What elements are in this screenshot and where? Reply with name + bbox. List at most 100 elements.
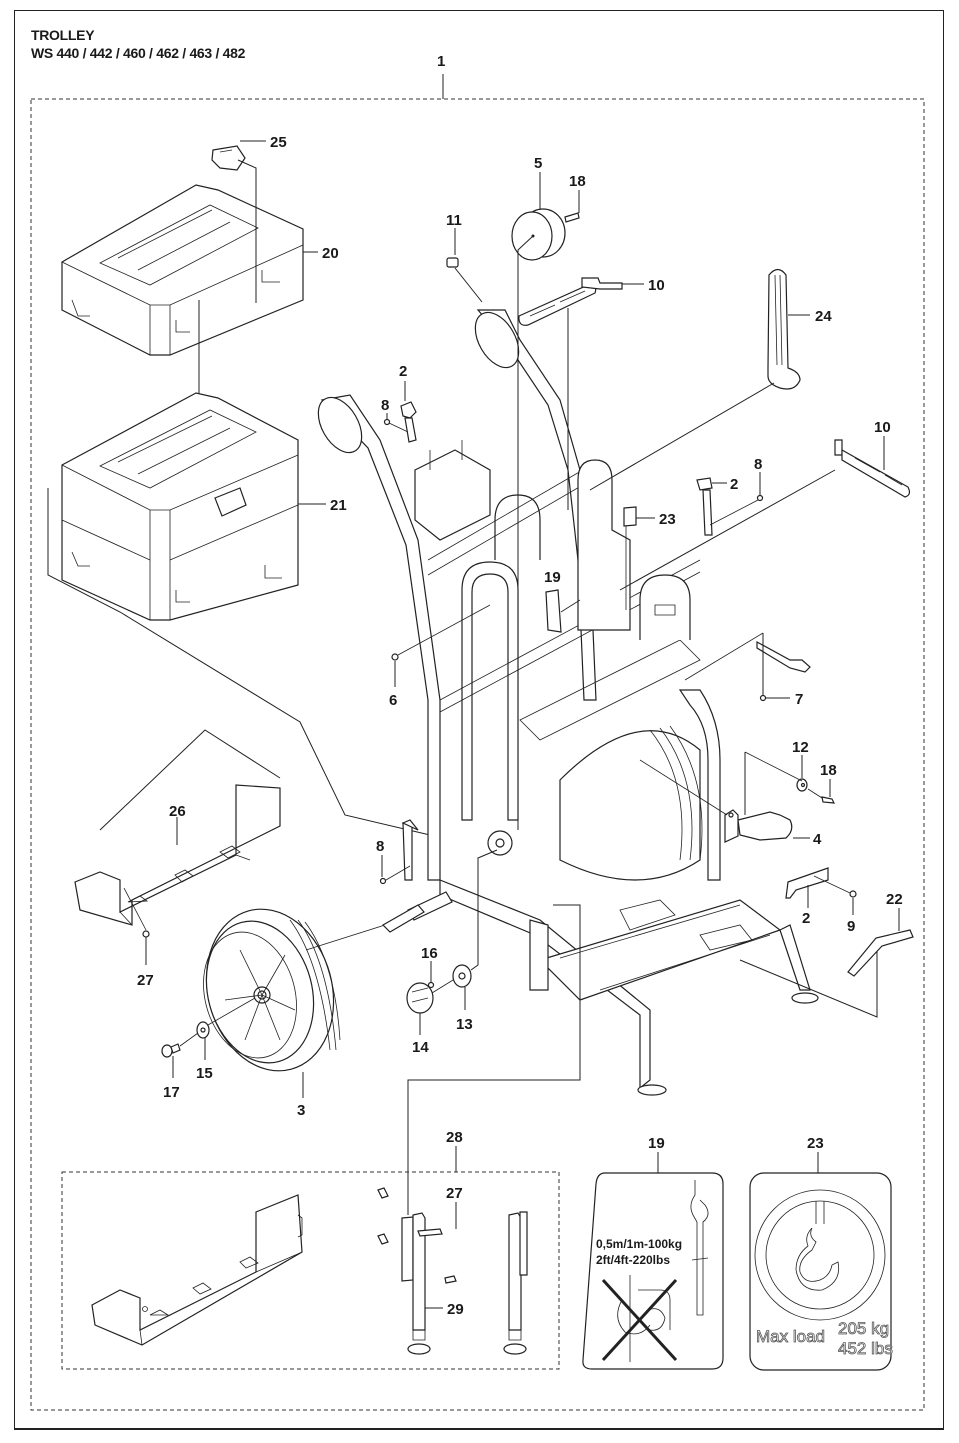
decal-23-lbs: 452 lbs (838, 1339, 893, 1358)
callout-8a[interactable]: 8 (381, 397, 389, 414)
decal-19-small[interactable] (545, 589, 562, 633)
decal-19-line1: 0,5m/1m-100kg (596, 1237, 682, 1251)
callout-11[interactable]: 11 (446, 212, 462, 229)
tray-26[interactable] (74, 784, 281, 926)
callout-4[interactable]: 4 (813, 831, 822, 848)
nut-7[interactable] (759, 694, 767, 702)
callout-18a[interactable]: 18 (569, 173, 586, 190)
callout-10b[interactable]: 10 (874, 419, 891, 436)
callout-28[interactable]: 28 (446, 1129, 463, 1146)
trolley-frame[interactable] (309, 305, 819, 1096)
handle-strap-24[interactable] (767, 268, 801, 390)
screw-27-stand[interactable] (417, 1228, 443, 1237)
callout-20[interactable]: 20 (322, 245, 339, 262)
model-list: WS 440 / 442 / 460 / 462 / 463 / 482 (31, 45, 246, 61)
latch-25[interactable] (211, 145, 246, 171)
assembly-boundary (30, 98, 925, 1411)
washer-12[interactable] (796, 778, 808, 792)
pulley-wheel-5[interactable] (511, 208, 566, 261)
washer-15[interactable] (196, 1021, 210, 1039)
strap-10-top[interactable] (518, 277, 623, 326)
stand-kit-screws[interactable] (377, 1187, 457, 1284)
leader-11 (454, 267, 483, 303)
decal-23-small[interactable] (623, 506, 637, 527)
screw-18-right[interactable] (821, 796, 836, 804)
page-frame (14, 10, 944, 1430)
stand-leg-29[interactable] (401, 1212, 431, 1355)
stand-kit-tray[interactable] (91, 1194, 303, 1346)
hub-cap-14[interactable] (406, 982, 434, 1014)
callout-8c[interactable]: 8 (376, 838, 384, 855)
callout-27a[interactable]: 27 (137, 972, 154, 989)
callout-2c[interactable]: 2 (802, 910, 810, 927)
strap-10-right[interactable] (834, 439, 911, 498)
callout-18b[interactable]: 18 (820, 762, 837, 779)
stand-leg-right[interactable] (503, 1211, 528, 1355)
callout-15[interactable]: 15 (196, 1065, 213, 1082)
callout-29[interactable]: 29 (447, 1301, 464, 1318)
callout-19-decal[interactable]: 19 (648, 1135, 665, 1152)
callout-10a[interactable]: 10 (648, 277, 665, 294)
leader-25 (237, 159, 257, 303)
leader-13 (470, 849, 498, 971)
callout-25[interactable]: 25 (270, 134, 287, 151)
bracket-7[interactable] (756, 640, 811, 673)
page-title: TROLLEY (31, 27, 95, 43)
callout-17[interactable]: 17 (163, 1084, 180, 1101)
callout-2a[interactable]: 2 (399, 363, 407, 380)
screw-8-upper-left[interactable] (383, 418, 391, 426)
screw-8-upper-right[interactable] (756, 494, 764, 502)
stand-kit-boundary (61, 1171, 560, 1370)
callout-23-decal[interactable]: 23 (807, 1135, 824, 1152)
screw-27-tray[interactable] (142, 930, 150, 938)
callout-5[interactable]: 5 (534, 155, 542, 172)
leader-toolbox-mount (47, 488, 431, 836)
leader-24 (589, 382, 775, 491)
wheel-3[interactable] (189, 895, 351, 1086)
bracket-2-upper-left[interactable] (400, 401, 417, 443)
callout-13[interactable]: 13 (456, 1016, 473, 1033)
callout-9[interactable]: 9 (847, 918, 855, 935)
callout-1[interactable]: 1 (437, 53, 445, 70)
callout-2b[interactable]: 2 (730, 476, 738, 493)
toolbox-21[interactable] (61, 392, 299, 621)
leader-10b (619, 469, 836, 591)
bracket-2-lower-right[interactable] (785, 867, 829, 899)
decal-23-max-load[interactable]: Max load 205 kg 452 lbs (749, 1172, 893, 1371)
callout-16[interactable]: 16 (421, 945, 438, 962)
bolt-17[interactable] (161, 1043, 181, 1058)
screw-16[interactable] (427, 981, 435, 989)
hub-13[interactable] (452, 964, 472, 988)
callout-26[interactable]: 26 (169, 803, 186, 820)
nut-9[interactable] (849, 890, 857, 898)
callout-24[interactable]: 24 (815, 308, 832, 325)
callout-19[interactable]: 19 (544, 569, 561, 586)
decal-23-label: Max load (756, 1327, 825, 1346)
callout-22[interactable]: 22 (886, 891, 903, 908)
callout-23[interactable]: 23 (659, 511, 676, 528)
callout-7[interactable]: 7 (795, 691, 803, 708)
axle-stub (382, 904, 425, 933)
decal-23-kg: 205 kg (838, 1319, 889, 1338)
callout-6[interactable]: 6 (389, 692, 397, 709)
grip-22[interactable] (847, 929, 914, 977)
callout-12[interactable]: 12 (792, 739, 809, 756)
bracket-8-lower[interactable] (401, 819, 419, 881)
callout-3[interactable]: 3 (297, 1102, 305, 1119)
screw-8-lower[interactable] (379, 877, 387, 885)
cap-11[interactable] (446, 257, 459, 268)
screw-18-top[interactable] (564, 212, 580, 223)
leader-5 (517, 235, 534, 830)
callout-27b[interactable]: 27 (446, 1185, 463, 1202)
callout-8b[interactable]: 8 (754, 456, 762, 473)
leader-stand (407, 904, 581, 1215)
nut-6[interactable] (391, 653, 399, 661)
decal-19-warning[interactable]: 0,5m/1m-100kg 2ft/4ft-220lbs (582, 1172, 724, 1370)
leader-26-bracket (99, 729, 281, 831)
toolbox-lid-20[interactable] (61, 184, 304, 356)
bracket-2-upper-right[interactable] (696, 477, 713, 536)
callout-14[interactable]: 14 (412, 1039, 429, 1056)
callout-21[interactable]: 21 (330, 497, 347, 514)
hose-holder-4[interactable] (724, 809, 793, 843)
